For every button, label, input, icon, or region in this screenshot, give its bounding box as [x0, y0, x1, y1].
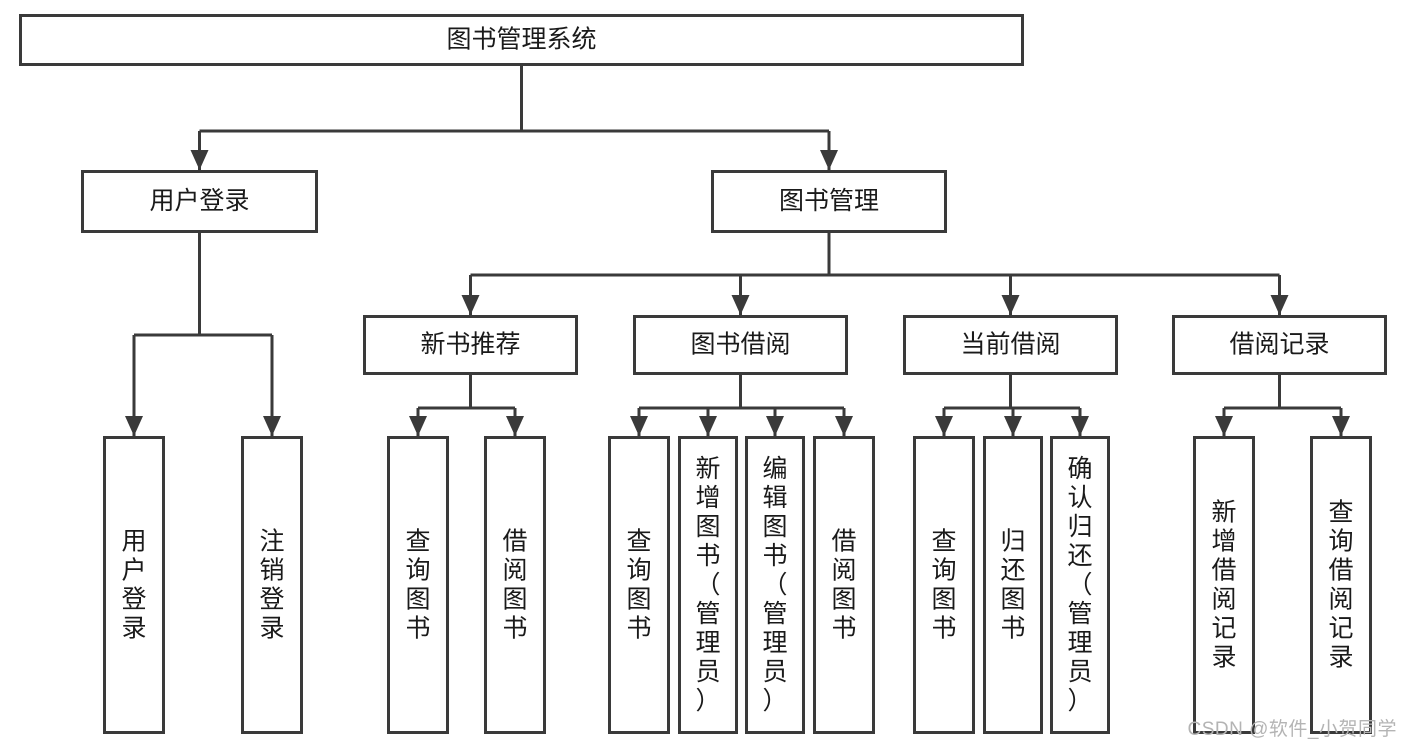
node-leaf-confirm-return[interactable]: 确认归还（管理员）	[1050, 436, 1110, 734]
arrow-head-icon	[731, 295, 750, 315]
node-box	[745, 436, 805, 734]
nodes-layer: 图书管理系统用户登录图书管理新书推荐图书借阅当前借阅借阅记录用户登录注销登录查询…	[19, 14, 1387, 734]
arrow-head-icon	[190, 150, 209, 170]
node-label: 查询图书	[626, 528, 651, 643]
node-leaf-query-book-bor[interactable]: 查询图书	[608, 436, 670, 734]
node-user-login[interactable]: 用户登录	[81, 170, 318, 233]
node-label: 图书管理系统	[446, 26, 596, 54]
node-box	[903, 315, 1118, 375]
node-label: 新增图书（管理员）	[695, 455, 720, 715]
arrow-head-icon	[835, 416, 853, 436]
node-leaf-add-record[interactable]: 新增借阅记录	[1193, 436, 1255, 734]
arrow-head-icon	[766, 416, 784, 436]
arrow-head-icon	[1071, 416, 1089, 436]
node-box	[1193, 436, 1255, 734]
node-box	[633, 315, 848, 375]
node-label: 新增借阅记录	[1211, 499, 1236, 672]
node-label: 注销登录	[259, 528, 284, 643]
node-box	[387, 436, 449, 734]
node-label: 查询图书	[405, 528, 430, 643]
node-current-borrow[interactable]: 当前借阅	[903, 315, 1118, 375]
arrow-head-icon	[263, 416, 281, 436]
node-box	[103, 436, 165, 734]
node-leaf-borrow-book[interactable]: 借阅图书	[813, 436, 875, 734]
node-label: 确认归还（管理员）	[1067, 455, 1092, 715]
node-leaf-borrow-book-rec[interactable]: 借阅图书	[484, 436, 546, 734]
node-label: 新书推荐	[420, 331, 520, 359]
node-borrow-record[interactable]: 借阅记录	[1172, 315, 1387, 375]
node-box	[19, 14, 1024, 66]
node-box	[1172, 315, 1387, 375]
node-leaf-user-login[interactable]: 用户登录	[103, 436, 165, 734]
node-label: 编辑图书（管理员）	[762, 455, 787, 715]
node-leaf-logout[interactable]: 注销登录	[241, 436, 303, 734]
node-leaf-add-book[interactable]: 新增图书（管理员）	[678, 436, 738, 734]
node-label: 图书借阅	[690, 331, 790, 359]
arrow-head-icon	[1215, 416, 1233, 436]
arrow-head-icon	[1001, 295, 1020, 315]
node-label: 查询图书	[931, 528, 956, 643]
node-label: 借阅图书	[831, 528, 856, 643]
node-box	[241, 436, 303, 734]
arrow-head-icon	[630, 416, 648, 436]
node-label: 当前借阅	[960, 331, 1060, 359]
node-leaf-return-book[interactable]: 归还图书	[983, 436, 1043, 734]
node-label: 用户登录	[149, 187, 249, 215]
arrow-head-icon	[125, 416, 143, 436]
arrow-head-icon	[1270, 295, 1289, 315]
node-box	[711, 170, 947, 233]
node-new-book-rec[interactable]: 新书推荐	[363, 315, 578, 375]
arrow-head-icon	[699, 416, 717, 436]
arrow-head-icon	[461, 295, 480, 315]
node-box	[678, 436, 738, 734]
arrow-head-icon	[1004, 416, 1022, 436]
node-label: 归还图书	[1000, 528, 1025, 643]
node-box	[913, 436, 975, 734]
connectors-layer	[125, 66, 1350, 436]
node-book-manage[interactable]: 图书管理	[711, 170, 947, 233]
node-leaf-query-record[interactable]: 查询借阅记录	[1310, 436, 1372, 734]
node-box	[81, 170, 318, 233]
arrow-head-icon	[409, 416, 427, 436]
node-label: 图书管理	[779, 187, 879, 215]
node-box	[983, 436, 1043, 734]
node-label: 查询借阅记录	[1328, 499, 1353, 672]
node-label: 借阅图书	[502, 528, 527, 643]
node-root[interactable]: 图书管理系统	[19, 14, 1024, 66]
arrow-head-icon	[935, 416, 953, 436]
node-label: 借阅记录	[1229, 331, 1329, 359]
node-leaf-query-book-cur[interactable]: 查询图书	[913, 436, 975, 734]
arrow-head-icon	[506, 416, 524, 436]
node-leaf-query-book-rec[interactable]: 查询图书	[387, 436, 449, 734]
node-box	[1050, 436, 1110, 734]
node-leaf-edit-book[interactable]: 编辑图书（管理员）	[745, 436, 805, 734]
node-box	[484, 436, 546, 734]
node-box	[1310, 436, 1372, 734]
node-box	[813, 436, 875, 734]
node-box	[363, 315, 578, 375]
arrow-head-icon	[820, 150, 838, 170]
node-box	[608, 436, 670, 734]
node-label: 用户登录	[121, 528, 146, 643]
node-book-borrow[interactable]: 图书借阅	[633, 315, 848, 375]
arrow-head-icon	[1332, 416, 1350, 436]
